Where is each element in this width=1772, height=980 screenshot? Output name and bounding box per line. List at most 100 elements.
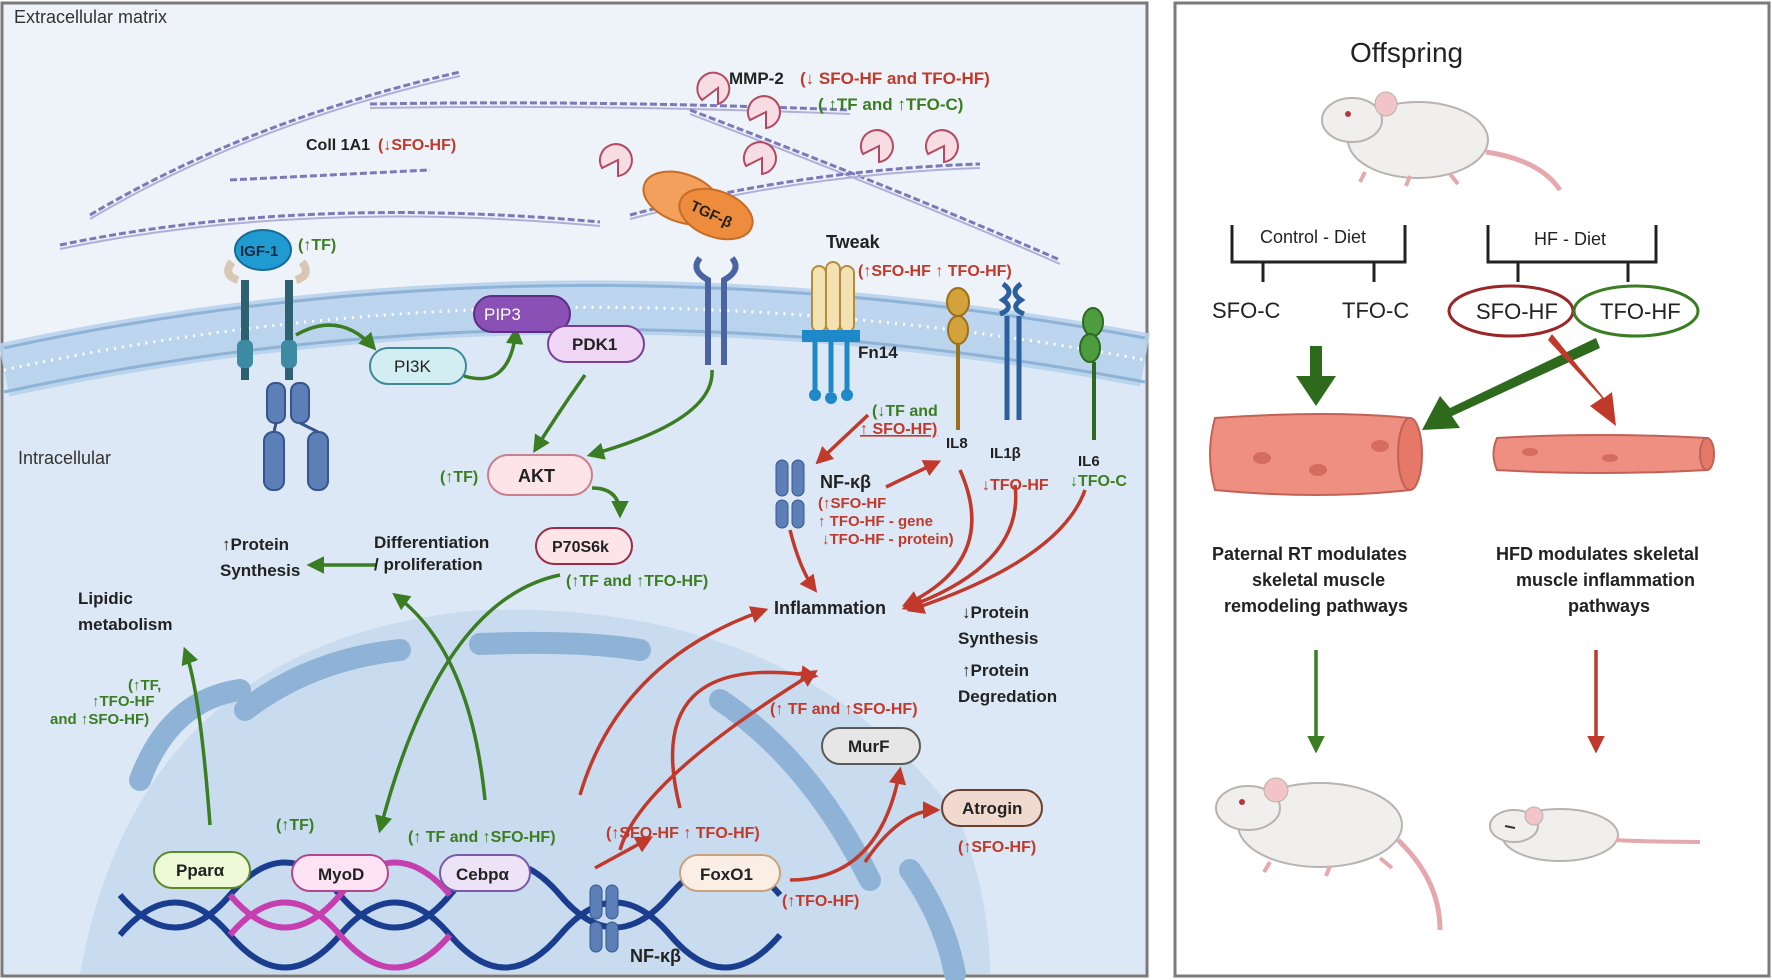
hf-diet-label: HF - Diet	[1534, 229, 1606, 249]
ppara-label: Pparα	[176, 861, 225, 880]
coll-label: Coll 1A1	[306, 137, 370, 154]
muscle-fiber-large	[1209, 413, 1423, 496]
pill-pi3k	[369, 347, 467, 385]
protein-down-line4: Degredation	[958, 687, 1057, 706]
coll-note: (↓SFO-HF)	[378, 137, 456, 154]
caption-right-line3: pathways	[1568, 596, 1650, 616]
il6-label: IL6	[1078, 453, 1100, 470]
il1b-note: ↓TFO-HF	[982, 477, 1049, 494]
group-sfo-hf: SFO-HF	[1476, 299, 1558, 324]
caption-right-line1: HFD modulates skeletal	[1496, 544, 1699, 564]
green-arrows	[181, 323, 714, 834]
igf-receptor	[224, 229, 329, 491]
differentiation-line1: Differentiation	[374, 533, 489, 552]
group-tfo-hf: TFO-HF	[1600, 299, 1681, 324]
big-arrows	[1296, 334, 1616, 430]
foxo1-note-bottom: (↑TFO-HF)	[782, 893, 859, 910]
il6-note: ↓TFO-C	[1070, 473, 1127, 490]
nfkb-top-line1: (↑SFO-HF	[818, 495, 886, 512]
tweak-label: Tweak	[826, 232, 881, 252]
dna-helix	[117, 859, 783, 971]
pill-murf	[821, 727, 921, 765]
fn14-label: Fn14	[858, 343, 898, 362]
tweak-note: (↑SFO-HF ↑ TFO-HF)	[858, 263, 1012, 280]
pill-ppara	[153, 851, 251, 889]
nfkb-top-line3: ↓TFO-HF - protein)	[822, 531, 954, 548]
murf-label: MurF	[848, 737, 890, 756]
igf-note: (↑TF)	[298, 237, 336, 254]
cebpa-note: (↑ TF and ↑SFO-HF)	[408, 829, 556, 846]
il8-label: IL8	[946, 435, 968, 452]
tweak-fn14-complex	[802, 261, 860, 404]
control-diet-label: Control - Diet	[1260, 227, 1366, 247]
tgf-beta-ligand	[642, 170, 754, 241]
caption-left-line1: Paternal RT modulates	[1212, 544, 1407, 564]
myod-label: MyoD	[318, 865, 364, 884]
ppara-note-line1: (↑TF,	[128, 677, 161, 694]
differentiation-line2: / proliferation	[374, 555, 483, 574]
protein-down-line1: ↓Protein	[962, 603, 1029, 622]
nfkb-top-label: NF-κβ	[820, 472, 871, 492]
pill-p70s6k	[535, 527, 633, 565]
lipidic-line2: metabolism	[78, 615, 172, 634]
mmp2-note-green: ( ↑TF and ↑TFO-C)	[818, 95, 963, 114]
pdk1-label: PDK1	[572, 335, 617, 354]
intracellular-label: Intracellular	[18, 448, 111, 468]
rat-weak-icon	[1489, 806, 1701, 862]
group-sfo-c: SFO-C	[1212, 298, 1281, 323]
il1b-label: IL1β	[990, 445, 1021, 462]
mmp2-note-red: (↓ SFO-HF and TFO-HF)	[800, 69, 990, 88]
pill-foxo1	[679, 854, 781, 892]
lipidic-line1: Lipidic	[78, 589, 133, 608]
nfkb-bottom-label: NF-κβ	[630, 946, 681, 966]
cebpa-label: Cebpα	[456, 865, 510, 884]
nfkb-complex-top	[775, 459, 805, 529]
pill-pip3	[473, 295, 571, 333]
offspring-title: Offspring	[1350, 37, 1463, 68]
red-arrows	[578, 413, 1087, 882]
il8-note-line2: ↑ SFO-HF)	[860, 421, 937, 438]
tfo-hf-ellipse	[1572, 284, 1700, 338]
caption-right-line2: muscle inflammation	[1516, 570, 1695, 590]
il8-receptor	[946, 287, 970, 430]
inflammation-label: Inflammation	[774, 598, 886, 618]
p70s6k-note: (↑TF and ↑TFO-HF)	[566, 573, 708, 590]
igf-label: IGF-1	[240, 243, 278, 260]
diet-brackets	[1230, 225, 1658, 282]
caption-left-line3: remodeling pathways	[1224, 596, 1408, 616]
muscle-fiber-small	[1492, 434, 1715, 474]
atrogin-note: (↑SFO-HF)	[958, 839, 1036, 856]
mmp2-molecules	[599, 71, 959, 178]
akt-note: (↑TF)	[440, 469, 478, 486]
p70s6k-label: P70S6k	[552, 539, 609, 556]
pip3-label: PIP3	[484, 305, 521, 324]
foxo1-note-top: (↑SFO-HF ↑ TFO-HF)	[606, 825, 760, 842]
myod-note: (↑TF)	[276, 817, 314, 834]
extracellular-label: Extracellular matrix	[14, 7, 167, 27]
protein-synthesis-up-line1: ↑Protein	[222, 535, 289, 554]
pill-pdk1	[547, 325, 645, 363]
rat-healthy-icon	[1215, 777, 1443, 931]
tgf-receptor	[693, 256, 739, 365]
protein-synthesis-up-line2: Synthesis	[220, 561, 300, 580]
protein-down-line3: ↑Protein	[962, 661, 1029, 680]
murf-note: (↑ TF and ↑SFO-HF)	[770, 701, 918, 718]
il6-receptor	[1079, 307, 1104, 440]
il8-note-line1: (↓TF and	[872, 403, 938, 420]
akt-label: AKT	[518, 466, 555, 486]
mmp2-label: MMP-2	[729, 69, 784, 88]
caption-left-line2: skeletal muscle	[1252, 570, 1385, 590]
left-panel: Extracellular matrix Intracellular MMP-2…	[0, 1, 1150, 980]
pill-cebpa	[439, 854, 531, 892]
nfkb-complex-bottom	[589, 884, 619, 953]
group-tfo-c: TFO-C	[1342, 298, 1409, 323]
rat-icon	[1321, 91, 1563, 192]
pill-akt	[487, 454, 593, 496]
pi3k-label: PI3K	[394, 357, 432, 376]
right-panel: Offspring Control - Diet HF - Diet SFO-C…	[1173, 1, 1771, 978]
il1b-receptor	[998, 281, 1026, 420]
ppara-note-line2: ↑TFO-HF	[92, 693, 154, 710]
protein-down-line2: Synthesis	[958, 629, 1038, 648]
pill-myod	[291, 854, 389, 892]
nfkb-top-line2: ↑ TFO-HF - gene	[818, 513, 933, 530]
